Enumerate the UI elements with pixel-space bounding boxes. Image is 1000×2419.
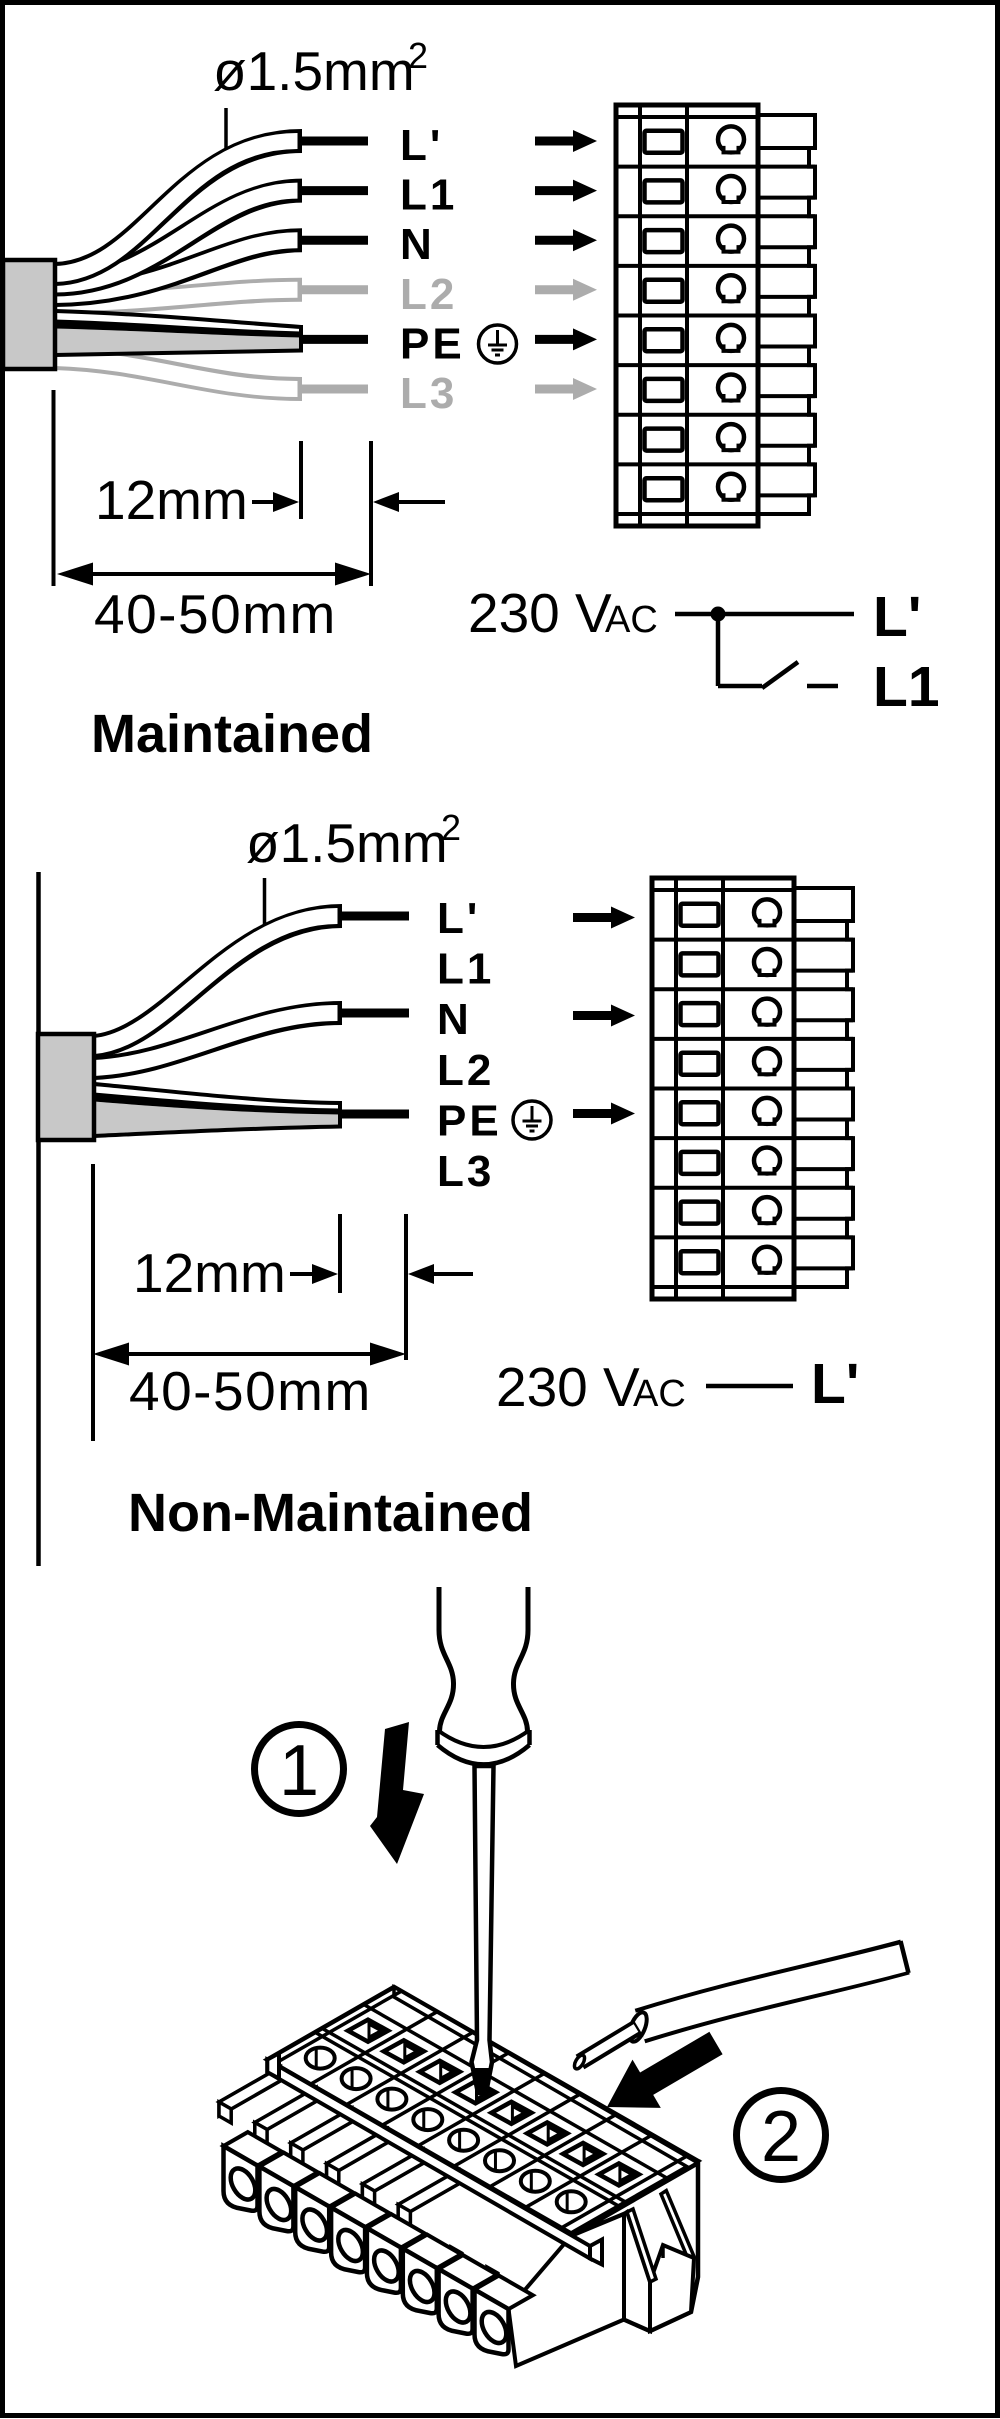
svg-text:230 V: 230 V — [468, 582, 612, 644]
svg-text:ø1.5mm: ø1.5mm — [246, 812, 448, 874]
svg-text:ø1.5mm: ø1.5mm — [213, 40, 415, 102]
svg-text:PE: PE — [400, 319, 465, 368]
svg-text:12mm: 12mm — [133, 1242, 286, 1304]
svg-text:L1: L1 — [400, 171, 457, 220]
svg-text:L1: L1 — [873, 655, 940, 719]
svg-text:L2: L2 — [400, 270, 457, 319]
svg-text:12mm: 12mm — [95, 469, 248, 531]
svg-text:L': L' — [873, 585, 921, 649]
svg-text:L': L' — [437, 894, 480, 943]
svg-text:AC: AC — [605, 599, 658, 641]
svg-text:2: 2 — [761, 2097, 801, 2177]
svg-text:40-50mm: 40-50mm — [129, 1360, 372, 1422]
svg-text:N: N — [400, 220, 435, 269]
svg-text:AC: AC — [633, 1373, 686, 1415]
svg-text:L3: L3 — [437, 1147, 494, 1196]
svg-text:L': L' — [400, 121, 443, 170]
svg-text:2: 2 — [408, 35, 428, 76]
svg-text:Non-Maintained: Non-Maintained — [128, 1483, 533, 1543]
svg-text:L3: L3 — [400, 369, 457, 418]
svg-text:L': L' — [811, 1352, 859, 1416]
svg-text:PE: PE — [437, 1096, 502, 1145]
svg-text:40-50mm: 40-50mm — [94, 583, 337, 645]
svg-text:L2: L2 — [437, 1046, 494, 1095]
svg-text:1: 1 — [279, 1731, 319, 1811]
svg-text:N: N — [437, 995, 472, 1044]
svg-text:Maintained: Maintained — [91, 704, 373, 764]
svg-text:230 V: 230 V — [496, 1356, 640, 1418]
svg-text:2: 2 — [441, 807, 461, 848]
svg-text:L1: L1 — [437, 945, 494, 994]
